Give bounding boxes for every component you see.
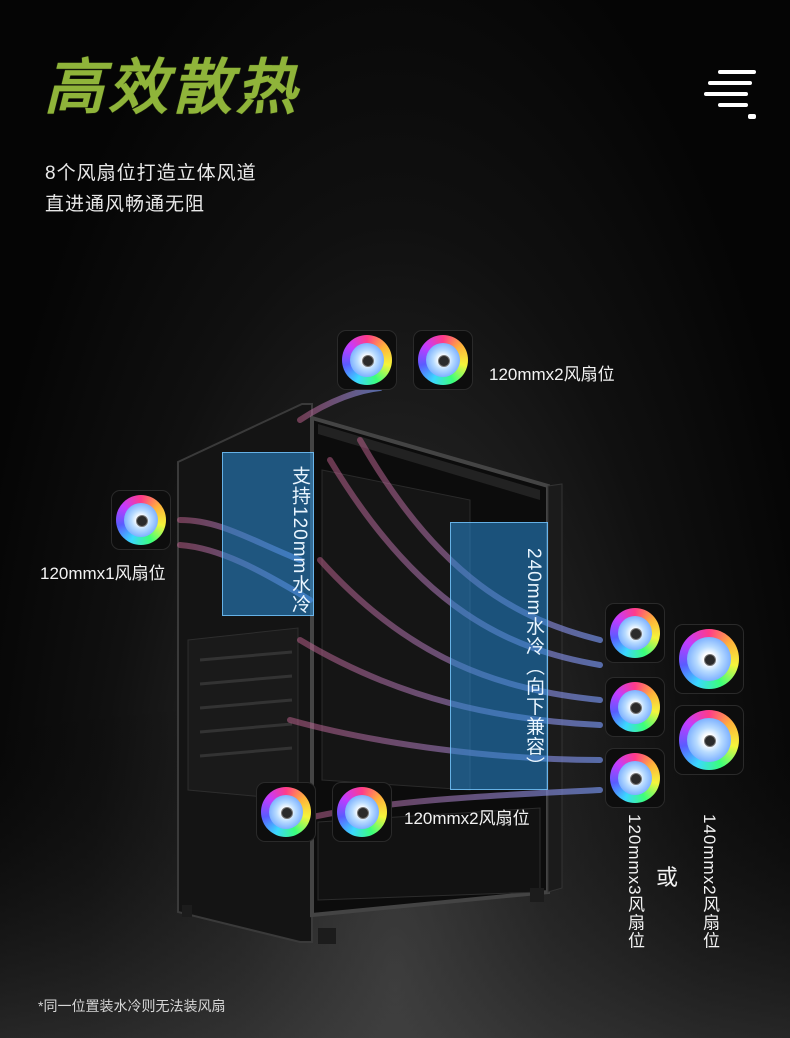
or-text: 或: [656, 865, 679, 890]
fan-icon: [674, 624, 744, 694]
fan-icon: [674, 705, 744, 775]
radiator-top: 支持120mm水冷: [222, 452, 314, 616]
fan-icon: [605, 748, 665, 808]
page-title: 高效散热: [44, 53, 300, 123]
rear-fan-label: 120mmx1风扇位: [40, 564, 166, 583]
bottom-fan-label: 120mmx2风扇位: [404, 809, 530, 828]
top-fan-label: 120mmx2风扇位: [489, 365, 615, 384]
fan-icon: [332, 782, 392, 842]
radiator-front: 240mm水冷（向下兼容）: [450, 522, 548, 790]
front-fan-label-140: 140mmx2风扇位: [700, 814, 719, 950]
menu-icon[interactable]: [704, 70, 760, 122]
front-fan-label-120: 120mmx3风扇位: [625, 814, 644, 950]
fan-icon: [337, 330, 397, 390]
subtitle-line-1: 8个风扇位打造立体风道: [45, 163, 257, 184]
subtitle-line-2: 直进通风畅通无阻: [45, 194, 206, 215]
fan-icon: [605, 677, 665, 737]
fan-icon: [256, 782, 316, 842]
fan-icon: [111, 490, 171, 550]
footnote: *同一位置装水冷则无法装风扇: [38, 998, 226, 1014]
fan-icon: [413, 330, 473, 390]
fan-icon: [605, 603, 665, 663]
